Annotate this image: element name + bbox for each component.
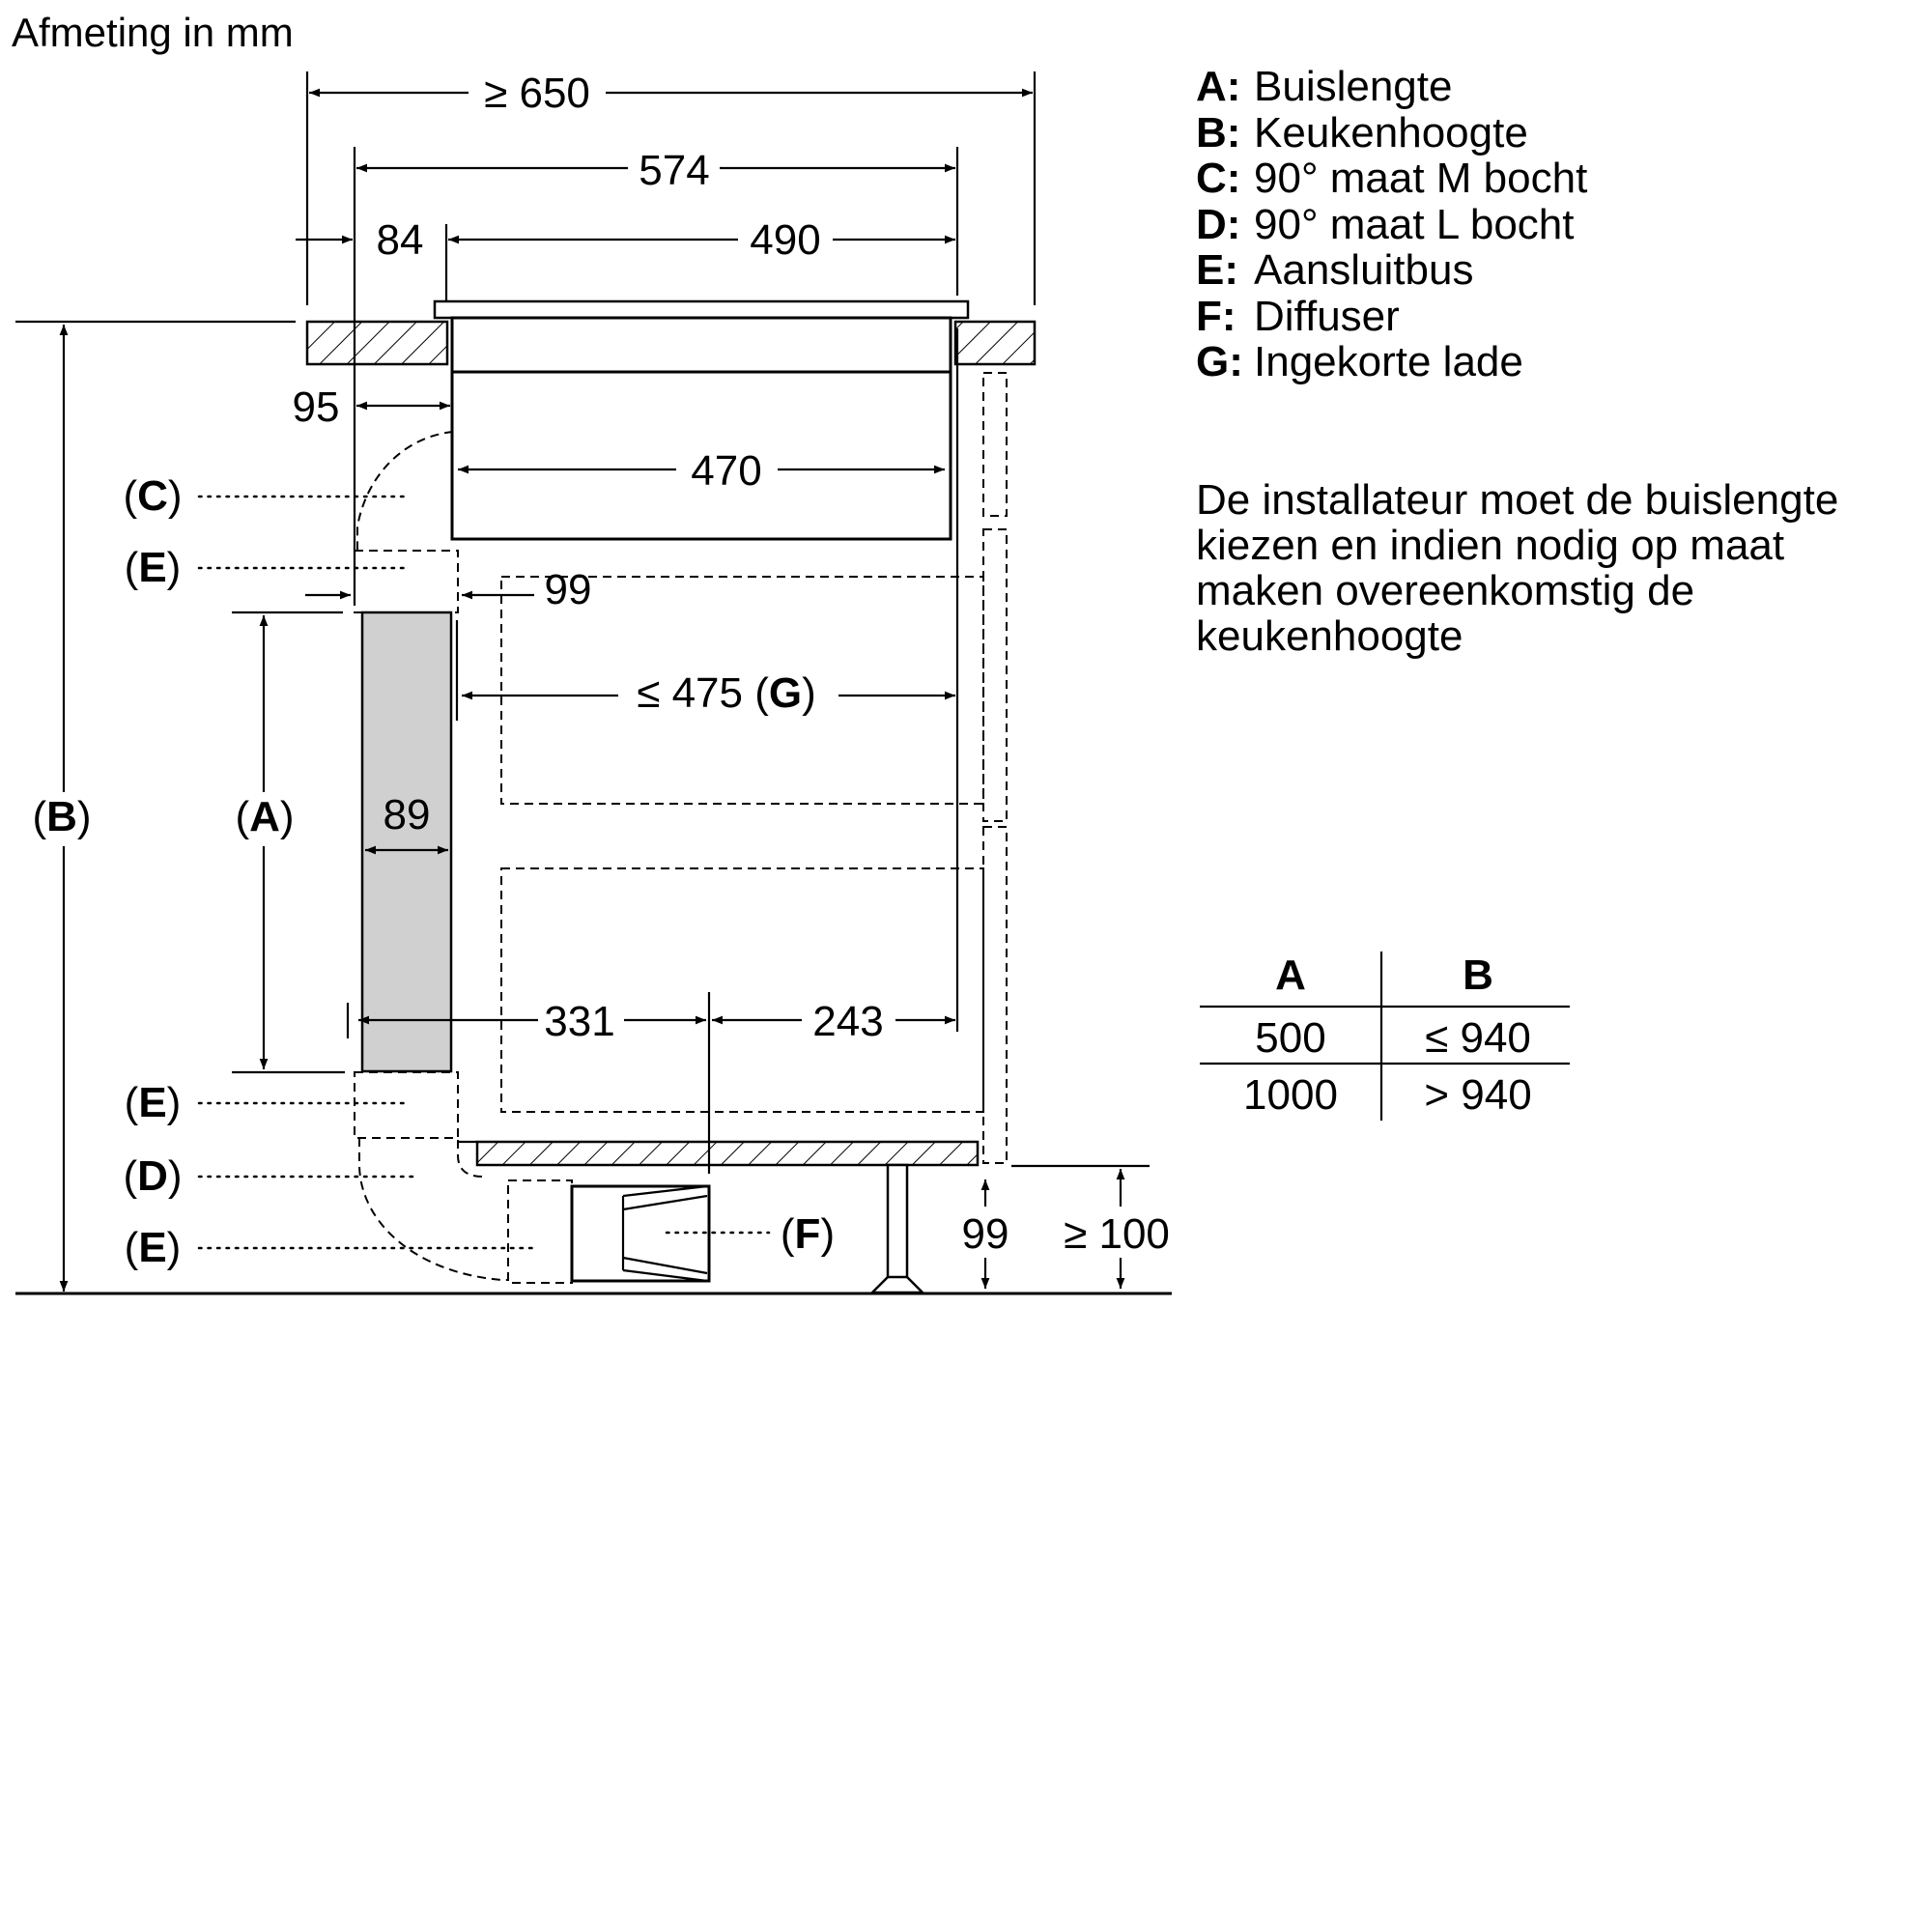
svg-text:(E): (E): [125, 544, 182, 591]
table-header-b: B: [1463, 952, 1493, 999]
callout-f: (F): [665, 1210, 835, 1258]
dimension-bottom: 331 243: [358, 998, 955, 1045]
callout-e-top: (E): [125, 544, 408, 591]
extension-lines: [15, 71, 1150, 1174]
label-duct-depth: 89: [384, 791, 431, 838]
label-inner-width: 490: [750, 216, 820, 264]
callout-c: (C): [123, 472, 408, 520]
legend-item: B:Keukenhoogte: [1196, 108, 1528, 156]
label-drawer-depth: ≤ 475 (G): [637, 669, 816, 717]
dimension-pipe-length: [226, 615, 303, 1069]
table-cell: 500: [1255, 1014, 1325, 1062]
dimension-inner-width: 490: [448, 216, 955, 264]
callout-b: (B): [32, 793, 91, 840]
callout-a: (A): [235, 793, 294, 840]
label-connector-gap: 99: [545, 566, 592, 613]
legend-item: G:Ingekorte lade: [1196, 338, 1523, 385]
dimension-plinth: 99 ≥ 100: [962, 1169, 1170, 1289]
size-table: A B 500 ≤ 940 1000 > 940: [1200, 952, 1570, 1121]
dimension-kitchen-height: [25, 325, 102, 1292]
cabinet-base: [458, 1140, 980, 1294]
callout-d: (D): [123, 1152, 419, 1200]
legend-item: D:90° maat L bocht: [1196, 200, 1575, 248]
duct-bend-c: [356, 431, 454, 551]
callout-e-bottom: (E): [125, 1224, 535, 1271]
dimension-drawer-depth: ≤ 475 (G): [462, 669, 955, 717]
svg-text:(D): (D): [123, 1152, 182, 1200]
label-bottom-right: 243: [812, 998, 883, 1045]
installer-note: De installateur moet de buislengte kieze…: [1196, 476, 1839, 660]
table-cell: > 940: [1424, 1071, 1531, 1119]
label-bottom-left: 331: [544, 998, 614, 1045]
table-cell: ≤ 940: [1425, 1014, 1531, 1062]
svg-text:(B): (B): [32, 793, 91, 840]
duct-pipe: [360, 611, 453, 1073]
dimension-connector-gap: 99: [305, 566, 591, 613]
label-unit-width: 470: [691, 447, 761, 495]
cooktop-unit: [433, 299, 970, 541]
legend-item: F:Diffuser: [1196, 292, 1400, 340]
label-overall-width: ≥ 650: [484, 70, 590, 117]
dimension-unit-width: 470: [458, 447, 945, 495]
label-plinth-height: 99: [962, 1210, 1009, 1258]
page-title: Afmeting in mm: [12, 10, 294, 55]
label-left-gap: 95: [293, 384, 340, 431]
table-cell: 1000: [1243, 1071, 1338, 1119]
connector-e-top: [354, 550, 459, 613]
callout-e-middle: (E): [125, 1079, 408, 1126]
legend-item: A:Buislengte: [1196, 63, 1453, 110]
label-inner-left: 84: [377, 216, 424, 264]
drawers: [500, 372, 1008, 1164]
connector-e-middle: [354, 1071, 459, 1139]
dimension-overall-width: ≥ 650: [309, 70, 1033, 117]
svg-text:(E): (E): [125, 1079, 182, 1126]
duct-bend-d: [358, 1138, 508, 1281]
svg-text:(C): (C): [123, 472, 182, 520]
svg-text:(E): (E): [125, 1224, 182, 1271]
dimension-cooktop-width: 574: [356, 147, 955, 194]
legend: A:Buislengte B:Keukenhoogte C:90° maat M…: [1196, 64, 1911, 385]
label-plinth-min: ≥ 100: [1064, 1210, 1170, 1258]
dimension-left-gap: 95: [293, 384, 450, 431]
legend-item: E:Aansluitbus: [1196, 246, 1474, 294]
dimension-inner-left: 84: [296, 216, 423, 264]
connector-e-bottom: [507, 1179, 573, 1284]
diffuser: [570, 1184, 711, 1283]
legend-item: C:90° maat M bocht: [1196, 155, 1588, 202]
worktop: [305, 320, 1037, 366]
dimension-duct-depth: 89: [365, 791, 448, 855]
svg-text:(F): (F): [781, 1210, 835, 1258]
table-header-a: A: [1275, 952, 1306, 999]
label-cooktop-width: 574: [639, 147, 709, 194]
svg-text:(A): (A): [235, 793, 294, 840]
